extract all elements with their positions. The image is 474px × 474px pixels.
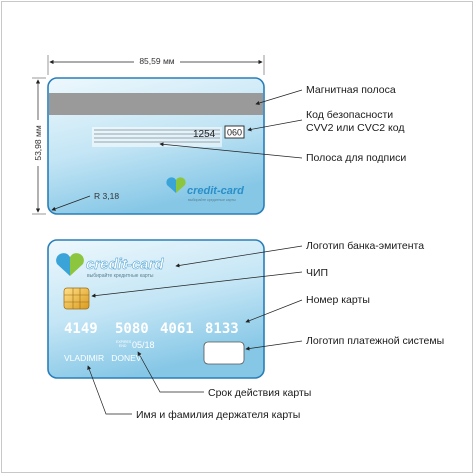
pointer-card-number bbox=[245, 299, 303, 323]
label-holder-name: Имя и фамилия держателя карты bbox=[136, 409, 300, 421]
label-security-code-type: CVV2 или CVC2 код bbox=[306, 122, 405, 134]
label-magnetic-stripe: Магнитная полоса bbox=[306, 84, 396, 96]
card-back: 1254 060 credit-card выбирайте кредитные… bbox=[47, 77, 265, 215]
cardholder-name: VLADIMIR DONEV bbox=[64, 353, 142, 363]
card-number-group: 8133 bbox=[205, 321, 239, 337]
expires-label-end: END bbox=[119, 344, 127, 348]
pointer-holder bbox=[87, 365, 132, 415]
label-issuer-logo: Логотип банка-эмитента bbox=[306, 240, 424, 252]
back-logo: credit-card выбирайте кредитные карты bbox=[166, 177, 244, 202]
signature-number: 1254 bbox=[193, 129, 216, 140]
front-logo: credit-card выбирайте кредитные карты bbox=[56, 253, 165, 279]
cvv-code: 060 bbox=[227, 128, 242, 138]
pointer-lines bbox=[87, 89, 303, 415]
card-number-group: 5080 bbox=[115, 321, 149, 337]
expires-label: EXPIRES bbox=[116, 340, 132, 344]
front-logo-text: credit-card bbox=[86, 256, 164, 273]
card-number: 4149 5080 4061 8133 bbox=[64, 321, 239, 337]
card-number-group: 4149 bbox=[64, 321, 98, 337]
radius-pointer bbox=[51, 195, 91, 211]
heart-logo-icon bbox=[166, 177, 186, 193]
front-logo-slogan: выбирайте кредитные карты bbox=[87, 272, 154, 279]
width-label: 85,59 мм bbox=[139, 56, 174, 66]
signature-strip bbox=[92, 127, 222, 147]
radius-label: R 3,18 bbox=[94, 191, 119, 201]
card-front: credit-card выбирайте кредитные карты 41… bbox=[47, 239, 265, 379]
height-dimension: 53,98 мм bbox=[32, 77, 46, 215]
label-chip: ЧИП bbox=[306, 267, 328, 279]
magnetic-stripe bbox=[49, 93, 263, 115]
label-signature-strip: Полоса для подписи bbox=[306, 152, 406, 164]
label-card-number: Номер карты bbox=[306, 294, 370, 306]
label-expiry-date: Срок действия карты bbox=[208, 387, 311, 399]
pointer-chip bbox=[91, 271, 303, 298]
label-payment-system-logo: Логотип платежной системы bbox=[306, 335, 444, 347]
pointer-expiry bbox=[137, 351, 204, 393]
card-number-group: 4061 bbox=[160, 321, 194, 337]
width-dimension: 85,59 мм bbox=[47, 55, 265, 75]
cvv-box bbox=[224, 125, 245, 139]
back-logo-slogan: выбирайте кредитные карты bbox=[188, 198, 236, 202]
heart-logo-icon bbox=[56, 253, 84, 276]
chip-icon bbox=[63, 287, 90, 310]
back-logo-text: credit-card bbox=[187, 185, 244, 197]
pointer-payment-logo bbox=[245, 340, 303, 351]
height-label: 53,98 мм bbox=[33, 125, 43, 160]
pointer-signature bbox=[159, 142, 303, 159]
label-security-code: Код безопасности bbox=[306, 109, 393, 121]
expiry-date: 05/18 bbox=[132, 340, 155, 350]
pointer-magnetic bbox=[255, 89, 303, 105]
pointer-issuer-logo bbox=[175, 245, 303, 268]
payment-system-logo-area bbox=[203, 341, 245, 365]
pointer-cvv bbox=[247, 119, 303, 132]
